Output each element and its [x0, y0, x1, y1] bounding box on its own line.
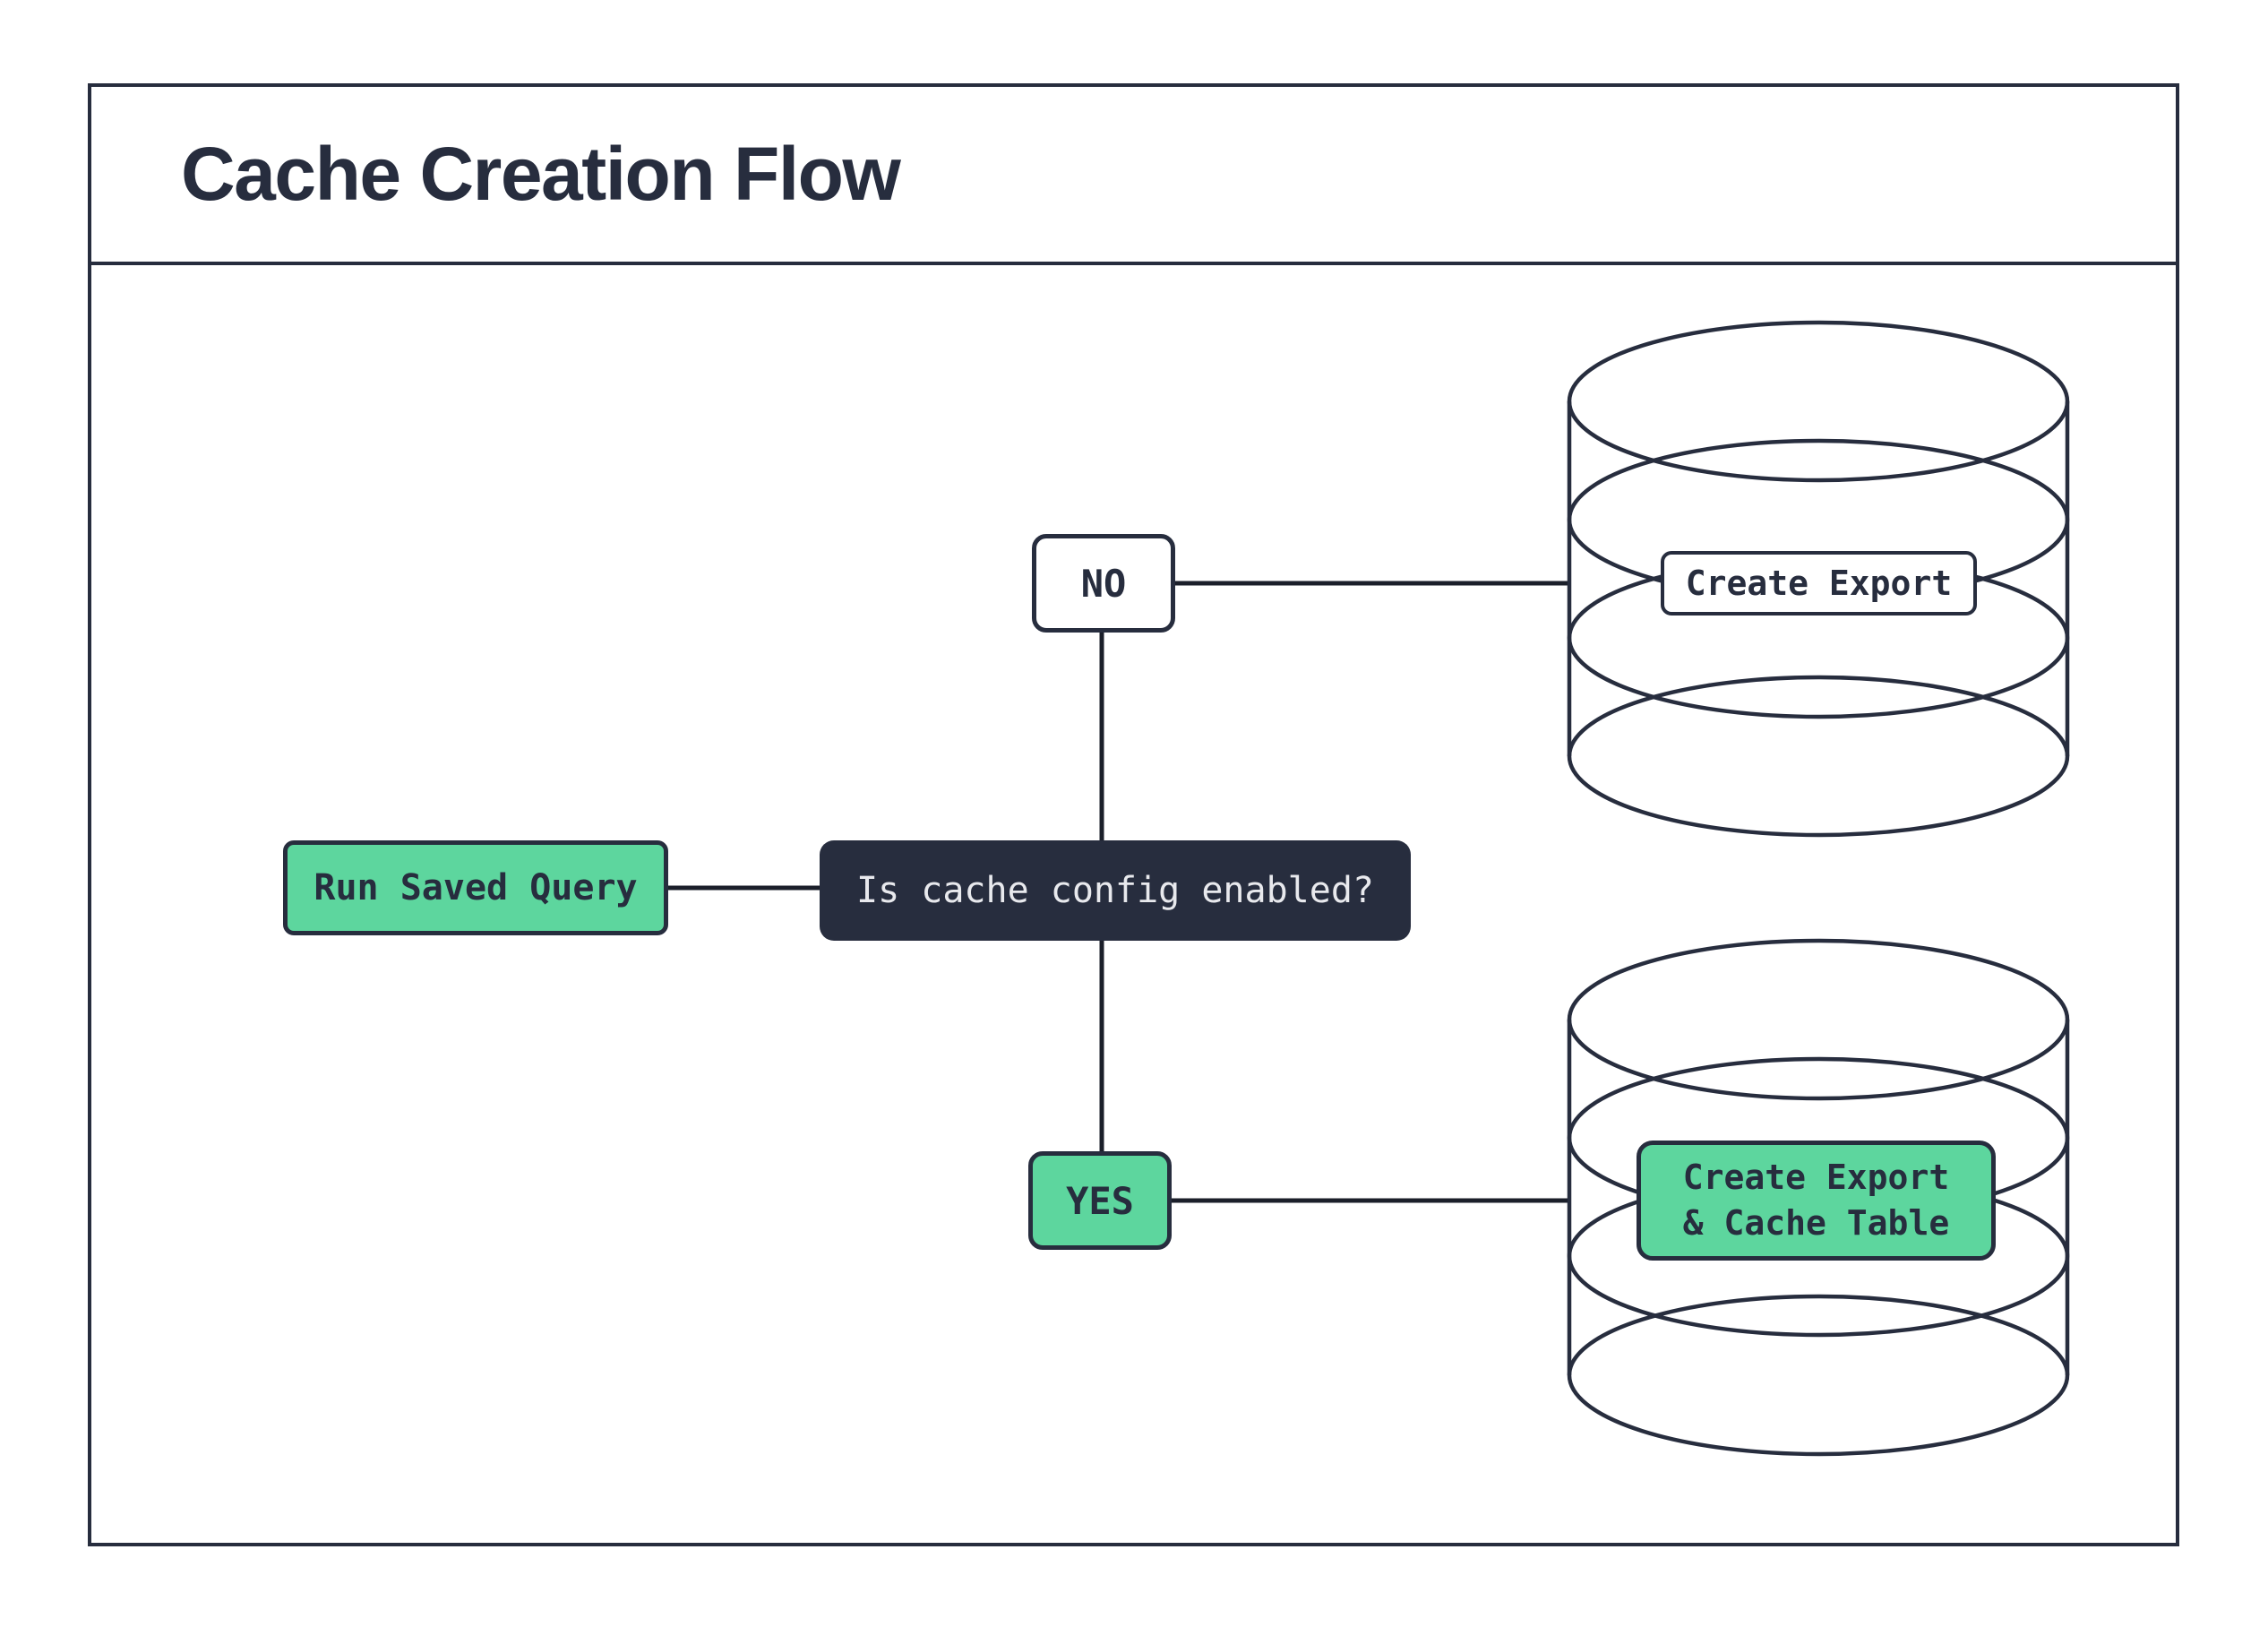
node-cache-config-question: Is cache config enabled?: [820, 840, 1411, 941]
node-create-export-label: Create Export: [1685, 564, 1953, 603]
diagram-header: Cache Creation Flow: [91, 87, 2176, 265]
node-run-saved-query: Run Saved Query: [283, 840, 668, 935]
node-branch-no-label: NO: [1080, 561, 1127, 606]
node-branch-yes-label: YES: [1066, 1178, 1134, 1223]
node-create-export-cache-table: Create Export & Cache Table: [1637, 1141, 1996, 1261]
node-branch-no: NO: [1032, 534, 1175, 633]
page-title: Cache Creation Flow: [181, 132, 901, 216]
node-create-export: Create Export: [1661, 551, 1977, 616]
node-create-export-cache-table-line2: & Cache Table: [1682, 1203, 1950, 1243]
connector-lines: [668, 581, 1571, 1203]
node-cache-config-question-label: Is cache config enabled?: [856, 870, 1374, 911]
node-run-saved-query-label: Run Saved Query: [314, 867, 638, 908]
diagram-frame: Cache Creation Flow: [88, 83, 2179, 1546]
node-create-export-cache-table-line1: Create Export: [1682, 1157, 1950, 1197]
node-branch-yes: YES: [1028, 1151, 1172, 1250]
